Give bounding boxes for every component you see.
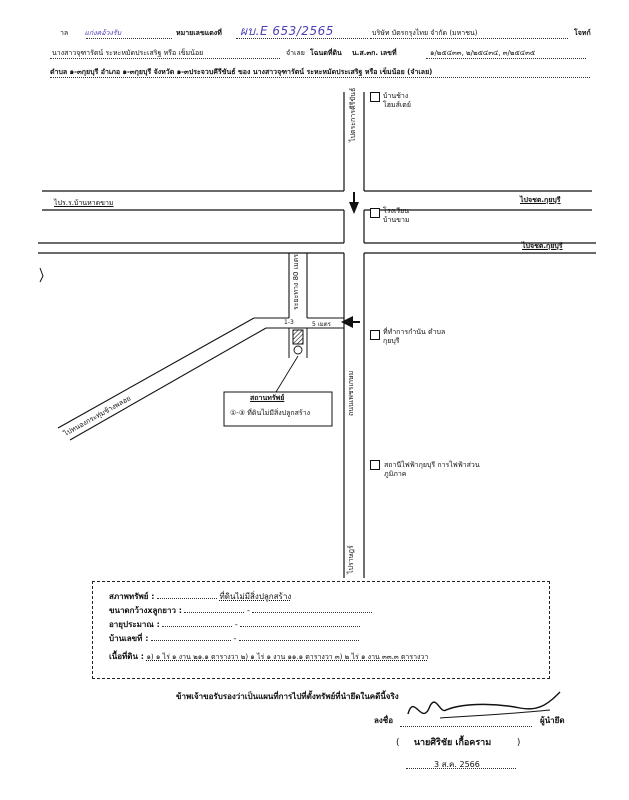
plot-number: 1-3 — [284, 319, 294, 326]
underline-1 — [86, 38, 172, 39]
house-value: - — [233, 634, 237, 643]
size-row: ขนาดกว้างxลูกยาว : - — [109, 604, 373, 617]
signer-name: ( นายศิริชัย เกื้อคราม ) — [396, 738, 521, 748]
date-line — [406, 768, 516, 769]
property-plot — [292, 329, 304, 345]
court-district: แก่งคอ้วงรับ — [84, 29, 122, 37]
location-line: ตำบล ๑-๓กุยบุรี อำเภอ ๑-๓กุยบุรี จังหวัด… — [50, 68, 433, 76]
underline-2 — [236, 38, 368, 39]
signature — [407, 691, 561, 719]
area-label: เนื้อที่ดิน : — [109, 652, 144, 661]
land-numbers: ๑/๒๕๔๓๓, ๒/๒๕๔๓๔, ๓/๒๕๔๓๕ — [430, 49, 536, 57]
house-label: บ้านเลขที่ : — [109, 634, 149, 643]
status-label: สภาพทรัพย์ : — [109, 592, 155, 601]
landmark-2: โรงเรียน บ้านขาม — [383, 207, 410, 224]
legend-pointer — [275, 355, 299, 393]
legend-title: สถานทรัพย์ — [250, 394, 285, 402]
plot-marker — [293, 345, 303, 355]
road-edge — [69, 327, 267, 441]
landmark-box — [370, 460, 380, 470]
landmark-3: ที่ทำการกำนัน ตำบลกุยบุรี — [383, 328, 446, 345]
court-prefix: าล — [60, 29, 69, 37]
underline-3 — [370, 38, 568, 39]
inner-road-distance: ระยะทาง 80 เมตร — [292, 253, 300, 310]
underline-6 — [50, 77, 590, 78]
status-value: ที่ดินไม่มีสิ่งปลูกสร้าง — [219, 592, 292, 601]
age-value: - — [234, 620, 238, 629]
status-row: สภาพทรัพย์ : ที่ดินไม่มีสิ่งปลูกสร้าง — [109, 590, 291, 603]
legend-text: ①-③ ที่ดินไม่มีสิ่งปลูกสร้าง — [230, 409, 311, 417]
plaintiff-role: โจทก์ — [574, 29, 591, 37]
underline-4 — [50, 58, 280, 59]
owner-name: นางสาวจุฑารัตน์ ระหะหมัดประเสริฐ หรือ เข… — [52, 49, 204, 57]
landmark-box — [370, 330, 380, 340]
land-no-label: น.ส.๓ก. เลขที่ — [352, 49, 397, 57]
underline-5 — [426, 58, 586, 59]
road-label-east-1: ไปจชต.กุยบุรี — [520, 196, 561, 204]
direction-arrow-left — [341, 316, 353, 328]
landmark-1: บ้านช้าง โฮมส์เตย์ — [383, 92, 411, 109]
road-label-west: ไปร.ร.บ้านหาดขาม — [54, 199, 114, 207]
role-label: ผู้นำยึด — [540, 716, 565, 725]
area-row: เนื้อที่ดิน : ๑) ๑ ไร่ ๑ งาน ๒๑.๑ ตารางว… — [109, 650, 428, 663]
size-value: - — [247, 606, 250, 615]
sign-date: 3 ส.ค. 2566 — [434, 760, 480, 769]
title-label: โฉนดที่ดิน — [310, 49, 342, 57]
short-distance: 5 เมตร — [312, 321, 331, 328]
header-line-1: าล แก่งคอ้วงรับ — [60, 28, 121, 39]
road-label-east-2: ไปจชต.กุยบุรี — [522, 242, 563, 250]
property-details-box: สภาพทรัพย์ : ที่ดินไม่มีสิ่งปลูกสร้าง ขน… — [92, 581, 550, 679]
direction-arrow-down — [349, 202, 359, 214]
legend-box — [223, 391, 333, 427]
deed-label: หมายเลขแดงที่ — [176, 29, 222, 37]
landmark-4: สถานีไฟฟ้ากุยบุรี การไฟฟ้าส่วนภูมิภาค — [384, 461, 480, 478]
landmark-box — [370, 92, 380, 102]
age-label: อายุประมาณ : — [109, 620, 160, 629]
road-label-south: ไปราษฎร์ — [347, 545, 355, 574]
age-row: อายุประมาณ : - — [109, 618, 361, 631]
house-row: บ้านเลขที่ : - — [109, 632, 359, 645]
road-label-main: ถนนเพชรเกษม — [347, 370, 355, 416]
defendant-label: จำเลย — [286, 49, 305, 57]
road-label-north: ไปตระการคีรีขันธ์ — [349, 87, 357, 142]
area-value: ๑) ๑ ไร่ ๑ งาน ๒๑.๑ ตารางวา ๒) ๑ ไร่ ๑ ง… — [146, 653, 429, 661]
size-label: ขนาดกว้างxลูกยาว : — [109, 606, 182, 615]
landmark-box — [370, 208, 380, 218]
certification-statement: ข้าพเจ้าขอรับรองว่าเป็นแผนที่การไปที่ตั้… — [176, 692, 399, 701]
sign-label: ลงชื่อ — [374, 716, 394, 725]
road-edge — [57, 317, 255, 429]
signature-line — [400, 726, 532, 727]
plaintiff-name: บริษัท บัตรกรุงไทย จำกัด (มหาชน) — [372, 29, 478, 37]
deed-number: ผบ.E 653/2565 — [240, 24, 334, 38]
